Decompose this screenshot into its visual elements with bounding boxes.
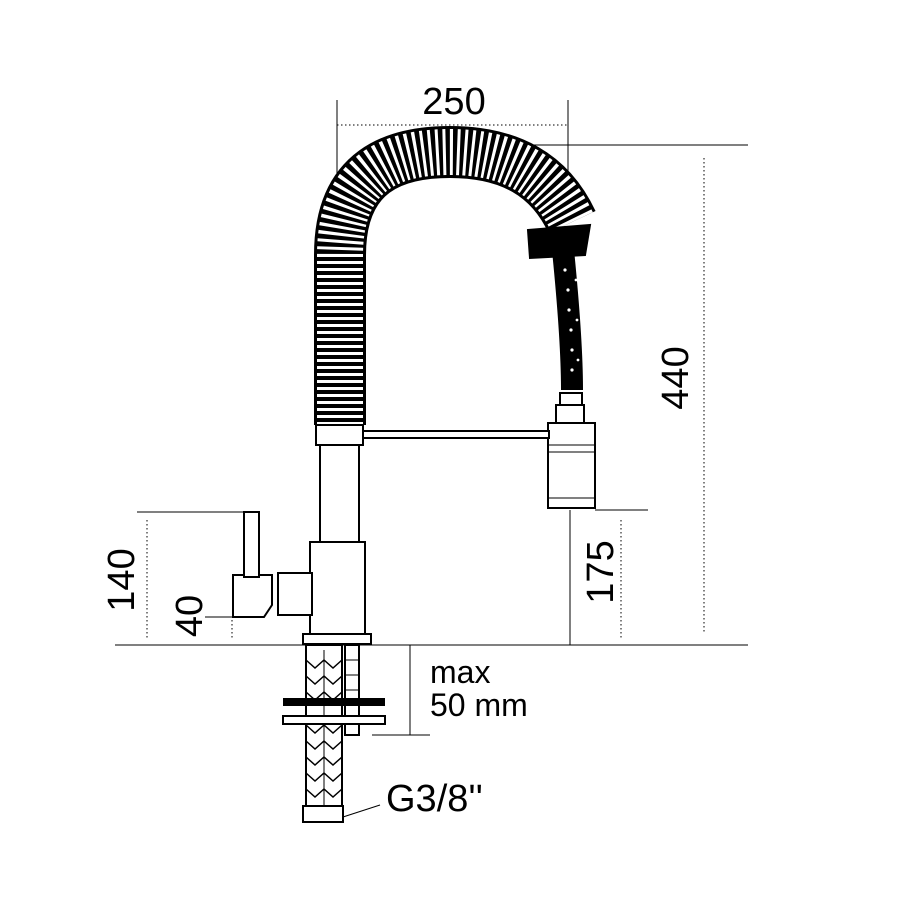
lever-handle — [243, 511, 260, 578]
lever-base — [232, 574, 273, 618]
spray-head — [547, 392, 596, 509]
spray-head-nut — [555, 404, 585, 424]
under-sink-assembly — [282, 644, 386, 823]
height-total-label: 440 — [655, 346, 697, 409]
width-label: 250 — [422, 81, 485, 123]
connection-label: G3/8'' — [386, 778, 483, 820]
upper-column — [319, 444, 360, 546]
mixer-body — [309, 541, 366, 635]
holder-arm — [362, 430, 550, 439]
lever-joint — [277, 572, 313, 616]
dimension-lines — [115, 100, 748, 818]
lever-offset-label: 40 — [169, 595, 211, 637]
lever-height-label: 140 — [101, 548, 143, 611]
hose — [552, 248, 583, 391]
mounting-washer-black — [283, 698, 385, 706]
collar — [315, 424, 364, 446]
mounting-washer — [282, 715, 386, 725]
spray-head-body — [547, 422, 596, 509]
max-thickness-label-line1: max — [430, 654, 490, 690]
spray-head-nut-top — [559, 392, 583, 406]
hose-dots — [563, 268, 580, 372]
max-thickness-label-line2: 50 mm — [430, 687, 528, 723]
spring-end-cap — [526, 223, 592, 260]
base-plate — [302, 633, 372, 645]
spout-clearance-label: 175 — [580, 540, 622, 603]
connection-leader-line — [342, 804, 381, 818]
spring-coil-windings — [317, 128, 593, 425]
connection-nut — [302, 805, 344, 823]
